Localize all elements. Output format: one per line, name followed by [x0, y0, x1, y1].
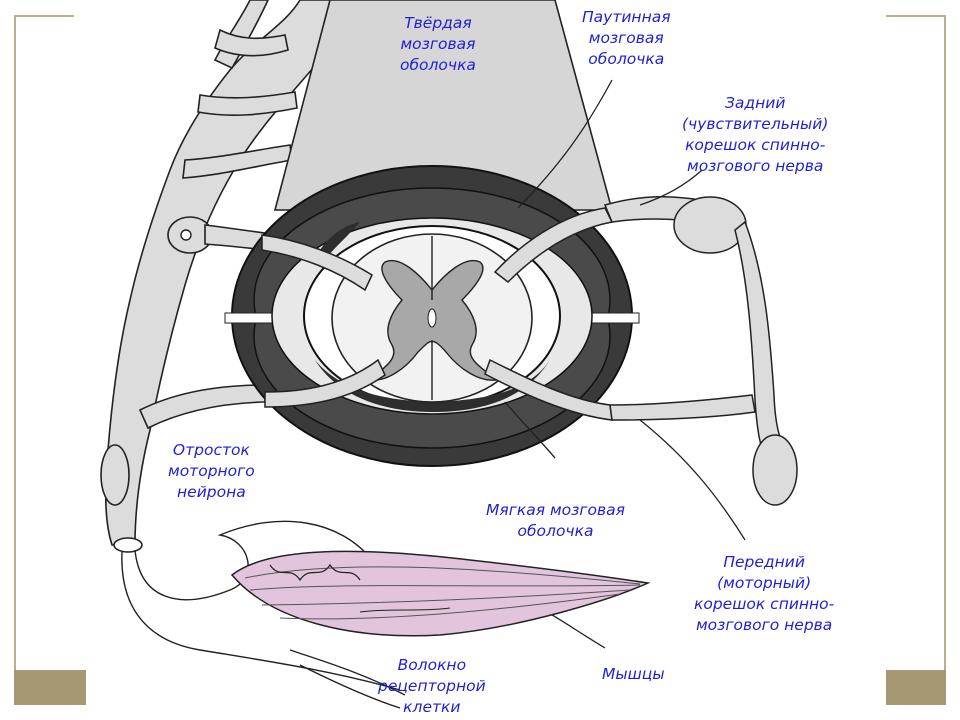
label-motor-neuron-process: Отросток моторного нейрона: [168, 440, 255, 503]
muscle: [230, 550, 651, 637]
label-receptor-fiber: Волокно рецепторной клетки: [378, 655, 486, 718]
central-canal: [427, 308, 437, 328]
frame-left-line: [14, 15, 16, 670]
label-receptor-fiber-line-3: клетки: [403, 698, 461, 716]
label-ventral-root: Передний (моторный) корешок спинно- мозг…: [694, 552, 834, 636]
label-ventral-root-line-2: (моторный): [717, 574, 812, 592]
nerve-fibers: [121, 520, 401, 709]
frame-top-line-left: [14, 15, 74, 17]
label-pia-mater: Мягкая мозговая оболочка: [486, 500, 625, 542]
roots-left: [261, 234, 386, 408]
label-motor-neuron-line-3: нейрона: [177, 483, 246, 501]
label-ventral-root-line-1: Передний: [723, 553, 805, 571]
label-dorsal-root-line-2: (чувствительный): [682, 115, 829, 133]
label-arachnoid-line-3: оболочка: [588, 50, 665, 68]
frame-top-line-right: [886, 15, 946, 17]
label-receptor-fiber-line-2: рецепторной: [378, 677, 486, 695]
label-muscles-line-1: Мышцы: [602, 665, 665, 683]
label-muscles: Мышцы: [602, 664, 665, 685]
label-receptor-fiber-line-1: Волокно: [397, 656, 467, 674]
label-motor-neuron-line-2: моторного: [168, 462, 255, 480]
label-ventral-root-line-4: мозгового нерва: [695, 616, 833, 634]
pointer-lines: [289, 79, 746, 696]
label-dorsal-root-line-3: корешок спинно-: [685, 136, 826, 154]
frame-right-line: [944, 15, 946, 670]
label-ventral-root-line-3: корешок спинно-: [694, 595, 835, 613]
label-arachnoid: Паутинная мозговая оболочка: [582, 7, 671, 70]
sympathetic-nerve-chain: [100, 0, 351, 553]
label-dorsal-root: Задний (чувствительный) корешок спинно- …: [682, 93, 828, 177]
label-dura-mater-line-1: Твёрдая: [404, 14, 472, 32]
label-pia-mater-line-2: оболочка: [517, 522, 594, 540]
label-arachnoid-line-1: Паутинная: [582, 8, 671, 26]
label-motor-neuron-line-1: Отросток: [172, 441, 250, 459]
ventral-root-right: [484, 358, 756, 421]
label-dura-mater-line-2: мозговая: [400, 35, 476, 53]
label-dorsal-root-line-1: Задний: [724, 94, 786, 112]
label-pia-mater-line-1: Мягкая мозговая: [486, 501, 625, 519]
label-dura-mater: Твёрдая мозговая оболочка: [400, 13, 476, 76]
dorsal-root-right: [493, 195, 798, 506]
label-arachnoid-line-2: мозговая: [588, 29, 664, 47]
label-dorsal-root-line-4: мозгового нерва: [687, 157, 824, 175]
ganglion-cell: [180, 229, 192, 241]
label-dura-mater-line-3: оболочка: [400, 56, 476, 74]
frame-bottom-bar-right: [886, 670, 946, 705]
frame-bottom-bar-left: [14, 670, 86, 705]
spinal-cord: [331, 233, 533, 403]
